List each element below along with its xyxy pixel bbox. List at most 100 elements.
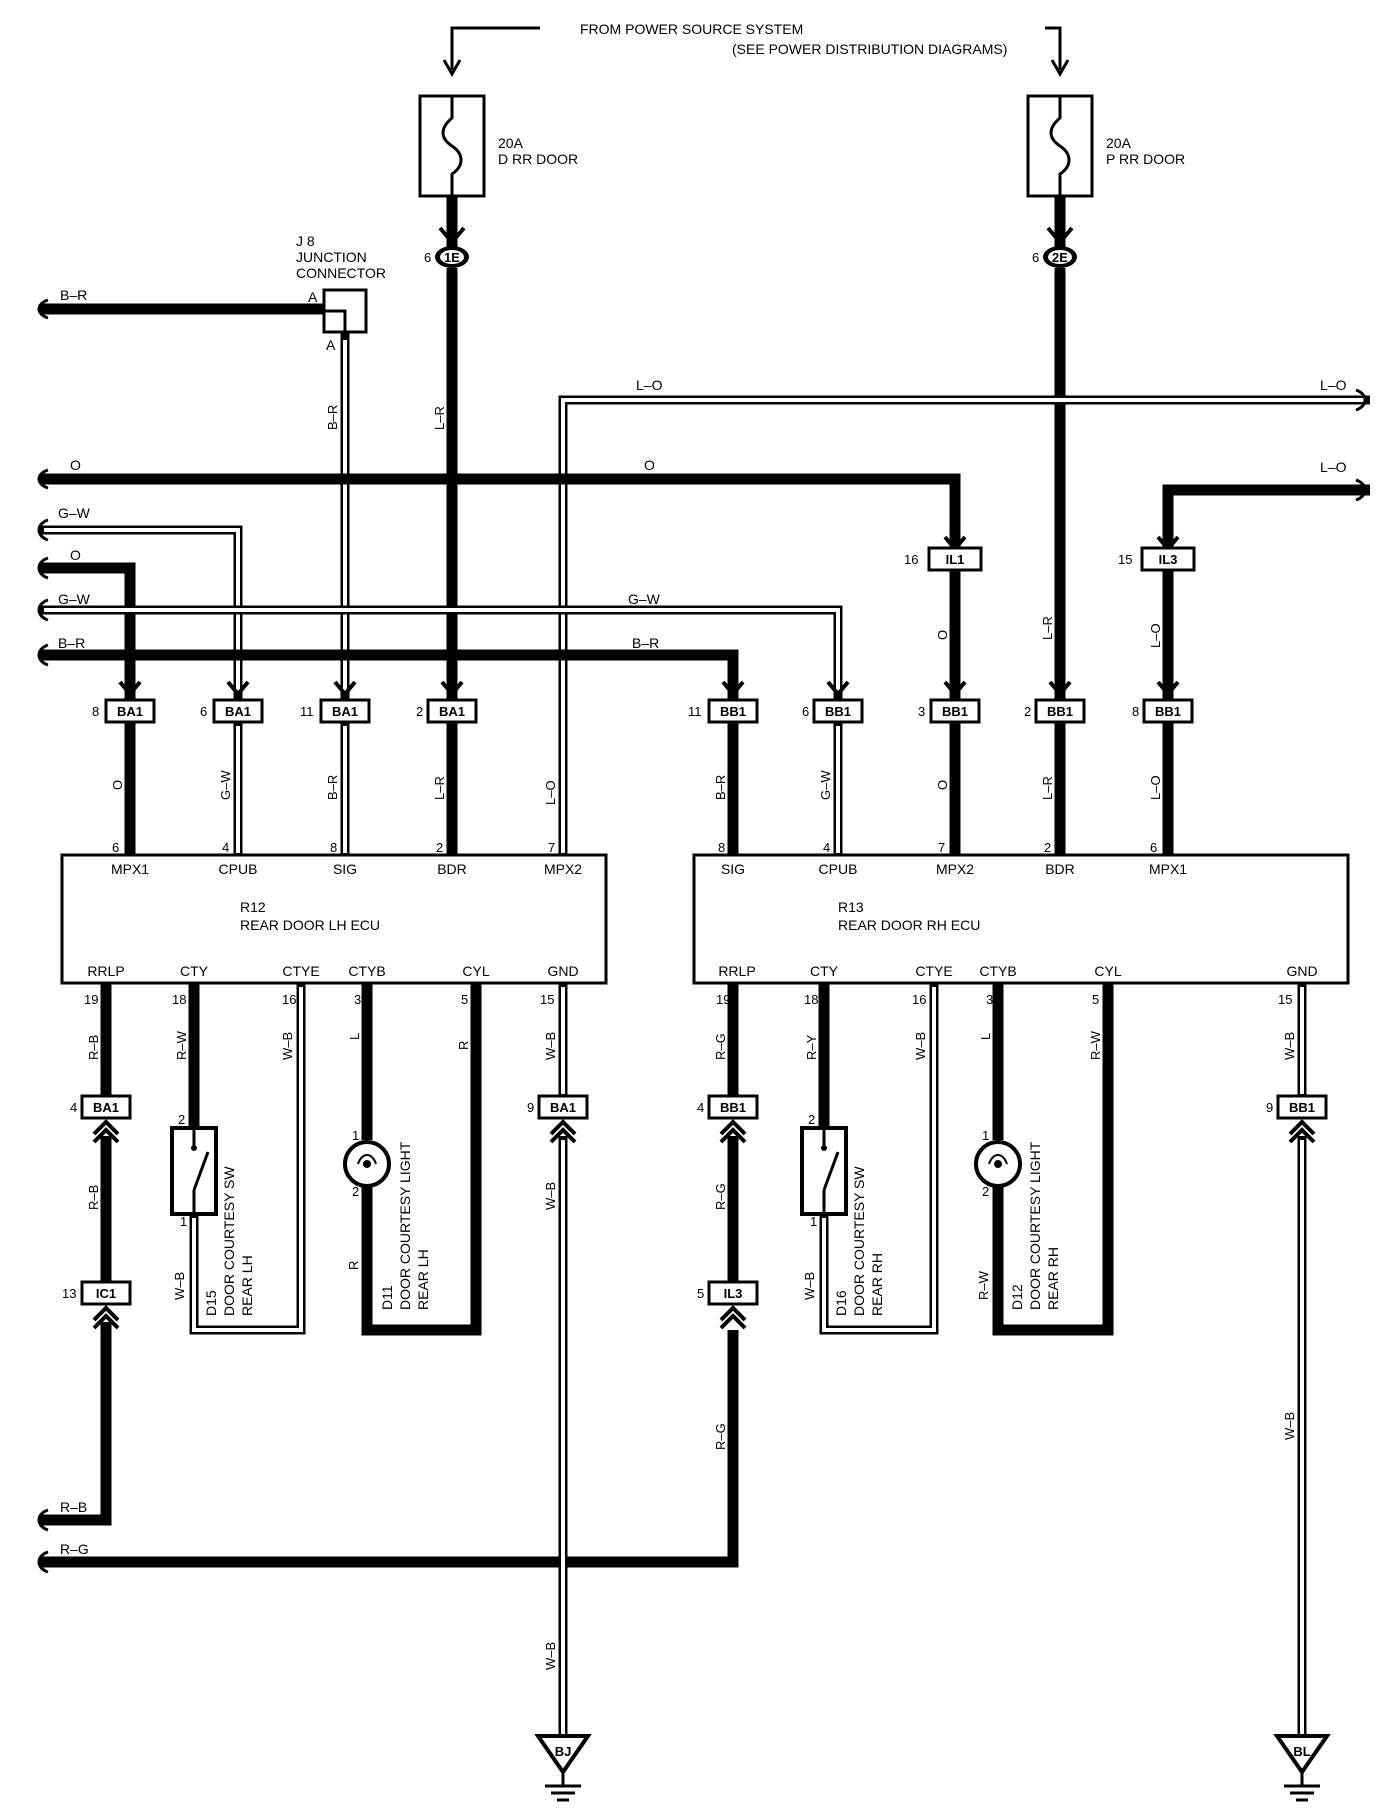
wire-label: B–R: [58, 635, 85, 651]
connector-2e: 6 2E: [1032, 246, 1077, 268]
power-source-note: (SEE POWER DISTRIBUTION DIAGRAMS): [732, 41, 1007, 57]
wire-label: O: [644, 457, 655, 473]
fuse-d-rr-door: 20A D RR DOOR: [418, 94, 578, 198]
pin-number: 5: [461, 992, 468, 1007]
pin-number: 8: [330, 840, 337, 855]
ecu-id: R12: [240, 899, 266, 915]
pin-number: 8: [718, 840, 725, 855]
pin-number: 6: [200, 704, 207, 719]
connector-row-ba1: BA1 8 BA1 6 BA1 11 BA1 2: [92, 698, 478, 724]
connector-ba1-ground: BA1 9: [527, 1094, 589, 1120]
wire-label: B–R: [713, 775, 728, 800]
pin-number: 9: [1266, 1100, 1273, 1115]
pin-number: 2: [1024, 704, 1031, 719]
terminal-name: CTYE: [915, 963, 952, 979]
pin-number: 11: [688, 704, 702, 719]
pin-number: 8: [1132, 704, 1139, 719]
pin-number: 7: [548, 840, 555, 855]
wire-label: R–B: [86, 1035, 101, 1060]
junction-pin-a: A: [308, 289, 318, 305]
wire-label: O: [935, 780, 950, 790]
terminal-name: RRLP: [718, 963, 755, 979]
connector-name: BA1: [117, 704, 143, 719]
junction-pin-a: A: [326, 337, 336, 353]
connector-row-bb1: BB1 11 BB1 6 BB1 3 BB1 2 BB1 8: [688, 698, 1194, 724]
connector-il1: IL1 16: [904, 546, 983, 572]
wire-label: L–O: [1148, 775, 1163, 800]
wire-label: R: [456, 1041, 471, 1050]
wire-label: R–G: [713, 1183, 728, 1210]
pin-number: 5: [697, 1286, 704, 1301]
pin-number: 15: [540, 992, 554, 1007]
pin-number: 4: [823, 840, 830, 855]
terminal-name: BDR: [1045, 861, 1075, 877]
pin-number: 2: [416, 704, 423, 719]
connector-il3: IL3 15: [1118, 546, 1196, 572]
wire-label: B–R: [632, 635, 659, 651]
pin-number: 7: [938, 840, 945, 855]
component-location: REAR LH: [239, 1255, 255, 1316]
terminal-name: SIG: [721, 861, 745, 877]
wire-label: L–O: [636, 377, 663, 393]
wire-label: L–R: [432, 406, 447, 430]
component-id: D12: [1009, 1284, 1025, 1310]
pin-number: 19: [716, 992, 730, 1007]
wire-label: R–W: [174, 1030, 189, 1060]
wire-label: L: [978, 1033, 993, 1040]
terminal-name: MPX1: [111, 861, 149, 877]
pin-number: 2: [436, 840, 443, 855]
pin-number: 2: [808, 1112, 815, 1127]
connector-ic1: IC1 13: [62, 1280, 132, 1306]
terminal-name: CYL: [1094, 963, 1121, 979]
wire-label: W–B: [543, 1182, 558, 1210]
wire-label: R–W: [976, 1270, 991, 1300]
connector-name: BB1: [1289, 1100, 1315, 1115]
pin-number: 6: [1032, 250, 1039, 265]
terminal-name: GND: [1286, 963, 1317, 979]
wire-label: B–R: [325, 405, 340, 430]
pin-number: 2: [352, 1184, 359, 1199]
connector-name: IL1: [946, 552, 965, 567]
pin-number: 6: [1150, 840, 1157, 855]
wire-label: R–G: [713, 1033, 728, 1060]
pin-number: 3: [918, 704, 925, 719]
wire-label: R–B: [60, 1499, 87, 1515]
terminal-name: RRLP: [87, 963, 124, 979]
ground-name: BJ: [555, 1744, 572, 1759]
pin-number: 4: [697, 1100, 704, 1115]
power-source-feed: FROM POWER SOURCE SYSTEM (SEE POWER DIST…: [442, 21, 1070, 78]
arrows-top: [118, 535, 1180, 698]
wire-label: W–B: [1282, 1412, 1297, 1440]
pin-number: 8: [92, 704, 99, 719]
terminal-name: CTY: [180, 963, 209, 979]
pin-number: 5: [1092, 992, 1099, 1007]
terminal-name: GND: [547, 963, 578, 979]
wire-label: L–R: [1040, 616, 1055, 640]
connector-bb1-ground: BB1 9: [1266, 1094, 1328, 1120]
wire-label: B–R: [60, 287, 87, 303]
wire-label: G–W: [818, 770, 833, 800]
component-id: D11: [379, 1285, 395, 1310]
wire-label: L–O: [543, 780, 558, 805]
connector-name: BA1: [550, 1100, 576, 1115]
terminal-name: MPX1: [1149, 861, 1187, 877]
terminal-name: CTYB: [979, 963, 1016, 979]
connector-name: BB1: [942, 704, 968, 719]
terminal-name: CTYB: [348, 963, 385, 979]
door-courtesy-switch-rh: 2 1 D16 DOOR COURTESY SW REAR RH: [800, 1112, 885, 1316]
component-name: DOOR COURTESY SW: [221, 1166, 237, 1316]
ecu-rear-door-rh: 8 4 7 2 6 SIG CPUB MPX2 BDR MPX1 R13 REA…: [692, 840, 1350, 1007]
wire-label: W–B: [543, 1642, 558, 1670]
terminal-name: CPUB: [219, 861, 258, 877]
pin-number: 9: [527, 1100, 534, 1115]
wire-label: L–O: [1320, 459, 1347, 475]
connector-name: BB1: [720, 704, 746, 719]
connector-name: BB1: [825, 704, 851, 719]
component-name: DOOR COURTESY LIGHT: [397, 1141, 413, 1310]
ecu-rear-door-lh: 6 4 8 2 7 MPX1 CPUB SIG BDR MPX2 R12 REA…: [60, 840, 608, 1007]
pin-number: 6: [424, 250, 431, 265]
wire-label: L–R: [432, 776, 447, 800]
connector-name: BB1: [720, 1100, 746, 1115]
pin-number: 6: [802, 704, 809, 719]
